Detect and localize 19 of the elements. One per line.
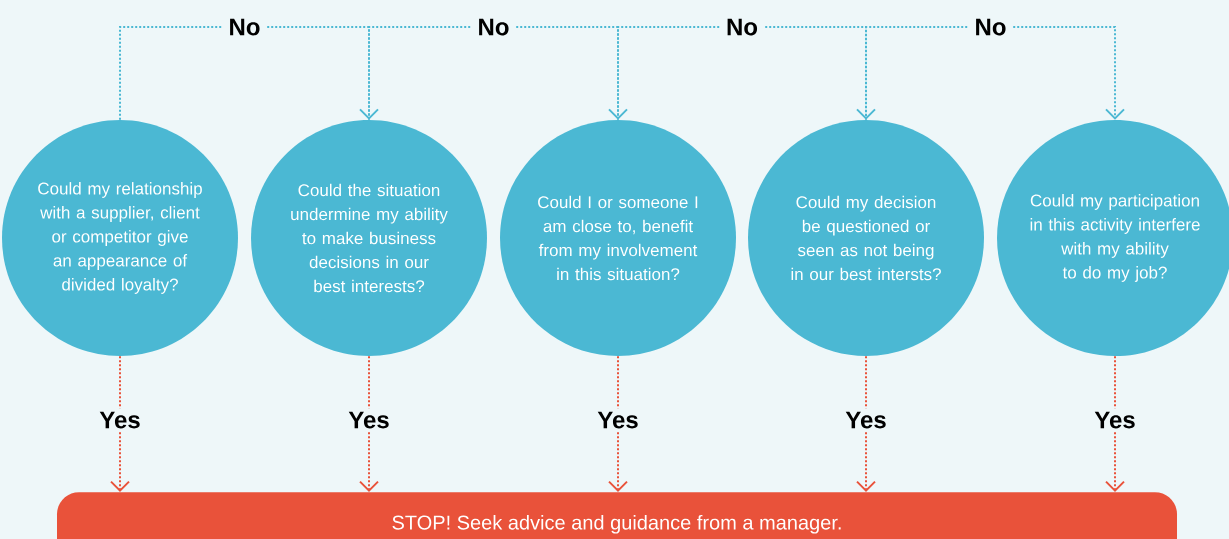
edge-label: No: [471, 15, 516, 39]
edge-label: No: [720, 15, 764, 39]
edge-label: Yes: [591, 408, 645, 432]
arrow: [119, 26, 379, 121]
edge-label: Yes: [93, 408, 147, 432]
arrow: [865, 26, 1125, 121]
arrow: [617, 26, 876, 121]
edge-label: Yes: [1088, 408, 1142, 432]
edge-label: Yes: [342, 408, 396, 432]
arrow: [368, 26, 628, 121]
edge-label: Yes: [839, 408, 893, 432]
arrow: [608, 355, 628, 492]
stop-banner: STOP! Seek advice and guidance from a manager.: [57, 492, 1177, 539]
edge-label: No: [222, 15, 267, 39]
edge-label: No: [968, 15, 1013, 39]
arrow: [856, 355, 876, 492]
arrow: [359, 355, 379, 492]
arrow: [110, 355, 130, 492]
arrow: [1105, 355, 1125, 492]
